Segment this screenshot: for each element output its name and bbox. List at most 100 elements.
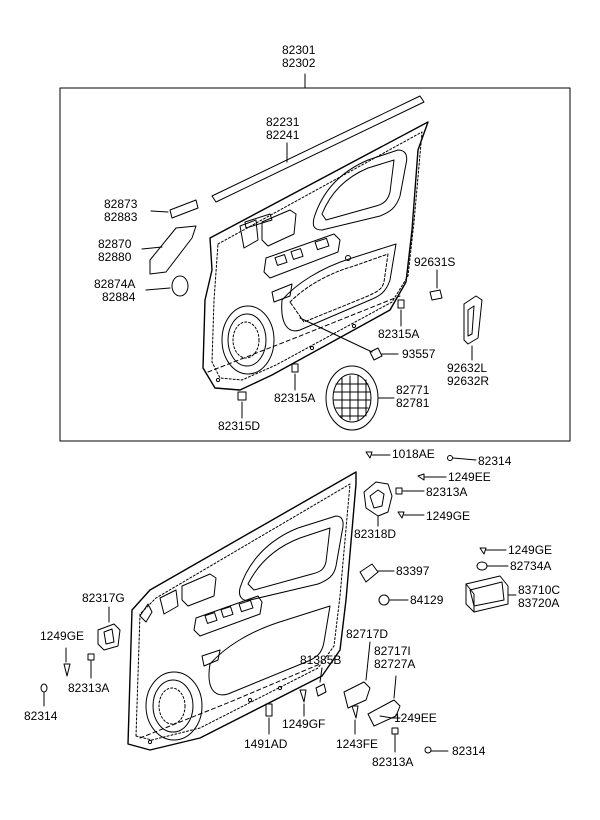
label-courtesy-lamp[interactable]: 92632L 92632R bbox=[447, 362, 489, 388]
label-bolt-1243fe[interactable]: 1243FE bbox=[336, 738, 378, 751]
part-number: 82314 bbox=[24, 709, 58, 723]
part-number: 82717I bbox=[374, 644, 411, 658]
label-bolt-1249ee-top[interactable]: 1249EE bbox=[448, 471, 491, 484]
part-number: 83720A bbox=[518, 596, 560, 610]
part-number: 82717D bbox=[346, 627, 389, 641]
part-number: 83710C bbox=[518, 583, 561, 597]
part-number: 82315D bbox=[218, 419, 261, 433]
label-clip-d[interactable]: 82315D bbox=[218, 420, 260, 433]
label-bracket-82717i[interactable]: 82717I 82727A bbox=[374, 645, 415, 671]
label-bolt-1249ge-mid[interactable]: 1249GE bbox=[426, 510, 470, 523]
upper-group-frame bbox=[59, 87, 571, 442]
clip-part bbox=[397, 299, 405, 309]
leader-line bbox=[141, 246, 163, 250]
cover-part bbox=[87, 653, 95, 661]
bolt-part bbox=[63, 663, 71, 677]
clip-part bbox=[291, 363, 299, 373]
label-bolt-1249ge-left[interactable]: 1249GE bbox=[40, 630, 84, 643]
label-screw-1018ae[interactable]: 1018AE bbox=[392, 448, 435, 461]
part-number: 82302 bbox=[282, 56, 316, 70]
cover-part bbox=[391, 727, 399, 735]
part-number: 1249GE bbox=[426, 509, 471, 523]
label-armrest-bracket[interactable]: 82870 82880 bbox=[98, 238, 131, 264]
label-handle-cover[interactable]: 82318D bbox=[354, 528, 396, 541]
label-clip-81385b[interactable]: 81385B bbox=[300, 654, 341, 667]
label-cover-82313a-left[interactable]: 82313A bbox=[68, 682, 109, 695]
label-garnish[interactable]: 82231 82241 bbox=[266, 116, 299, 142]
bolt-part bbox=[379, 715, 393, 719]
label-bolt-1249ge-right[interactable]: 1249GE bbox=[508, 544, 552, 557]
label-armrest-cover[interactable]: 82874A 82884 bbox=[94, 278, 135, 304]
label-bolt-1249ee-bottom[interactable]: 1249EE bbox=[394, 712, 437, 725]
label-fastener[interactable]: 93557 bbox=[402, 348, 435, 361]
label-screw-82314-bottom[interactable]: 82314 bbox=[452, 745, 485, 758]
plug-part bbox=[378, 594, 390, 606]
clip-part bbox=[265, 703, 273, 717]
speaker-grille-part bbox=[325, 365, 379, 431]
part-number: 82317G bbox=[82, 591, 125, 605]
label-plug-84129[interactable]: 84129 bbox=[410, 594, 443, 607]
part-number: 82231 bbox=[266, 115, 300, 129]
label-speaker-grille[interactable]: 82771 82781 bbox=[396, 384, 429, 410]
lamp-clip-part bbox=[429, 289, 443, 301]
leader-line bbox=[145, 287, 171, 291]
part-number: 1249GE bbox=[40, 629, 85, 643]
label-screw-82314-left[interactable]: 82314 bbox=[24, 710, 57, 723]
cover-part bbox=[395, 487, 403, 495]
label-screw-82314-top[interactable]: 82314 bbox=[478, 455, 511, 468]
part-number: 82873 bbox=[104, 197, 138, 211]
label-clip-a[interactable]: 82315A bbox=[378, 328, 419, 341]
leader-line bbox=[150, 210, 169, 213]
label-switch-bezel[interactable]: 82317G bbox=[82, 592, 125, 605]
armrest-bracket-part bbox=[149, 225, 197, 275]
part-number: 92632L bbox=[447, 361, 488, 375]
part-number: 1249GE bbox=[508, 543, 553, 557]
pad-part bbox=[476, 561, 488, 571]
label-seal-83397[interactable]: 83397 bbox=[396, 565, 429, 578]
bracket-part bbox=[343, 681, 371, 709]
part-number: 1491AD bbox=[244, 737, 288, 751]
bracket-part bbox=[367, 699, 401, 727]
part-number: 82883 bbox=[104, 210, 138, 224]
part-number: 1018AE bbox=[392, 447, 435, 461]
clip-part bbox=[237, 391, 247, 401]
part-number: 83397 bbox=[396, 564, 430, 578]
garnish-strip bbox=[211, 95, 425, 203]
bolt-part bbox=[417, 473, 447, 481]
switch-bezel-part bbox=[97, 623, 121, 651]
part-number: 82870 bbox=[98, 237, 132, 251]
bolt-part bbox=[299, 689, 307, 703]
part-number: 82315A bbox=[378, 327, 420, 341]
part-number: 82318D bbox=[354, 527, 397, 541]
screw-part bbox=[447, 455, 453, 461]
part-number: 82874A bbox=[94, 277, 136, 291]
label-pad-82734a[interactable]: 82734A bbox=[510, 560, 551, 573]
part-number: 82734A bbox=[510, 559, 552, 573]
part-number: 81385B bbox=[300, 653, 342, 667]
bolt-part bbox=[351, 705, 359, 719]
label-assembly[interactable]: 82301 82302 bbox=[282, 44, 315, 70]
lower-door-trim-panel bbox=[127, 471, 357, 751]
label-clip-a2[interactable]: 82315A bbox=[274, 392, 315, 405]
part-number: 82313A bbox=[372, 755, 414, 769]
part-number: 82315A bbox=[274, 391, 316, 405]
part-number: 1249GF bbox=[282, 717, 326, 731]
upper-door-trim-panel bbox=[202, 121, 429, 391]
screw-part bbox=[40, 683, 48, 693]
part-number: 82880 bbox=[98, 250, 132, 264]
courtesy-lamp-part bbox=[463, 295, 483, 345]
screw-part bbox=[365, 451, 373, 459]
leader-line bbox=[393, 675, 397, 699]
label-pocket[interactable]: 83710C 83720A bbox=[518, 584, 560, 610]
label-bracket-82717d[interactable]: 82717D bbox=[346, 628, 388, 641]
part-number: 82314 bbox=[478, 454, 512, 468]
fastener-part bbox=[369, 347, 383, 361]
label-cap[interactable]: 82873 82883 bbox=[104, 198, 137, 224]
label-cover-82313a-bottom[interactable]: 82313A bbox=[372, 756, 413, 769]
label-lamp-clip[interactable]: 92631S bbox=[414, 256, 455, 269]
label-clip-1491ad[interactable]: 1491AD bbox=[244, 738, 287, 751]
label-bolt-1249gf[interactable]: 1249GF bbox=[282, 718, 325, 731]
label-cover-82313a-top[interactable]: 82313A bbox=[426, 486, 467, 499]
